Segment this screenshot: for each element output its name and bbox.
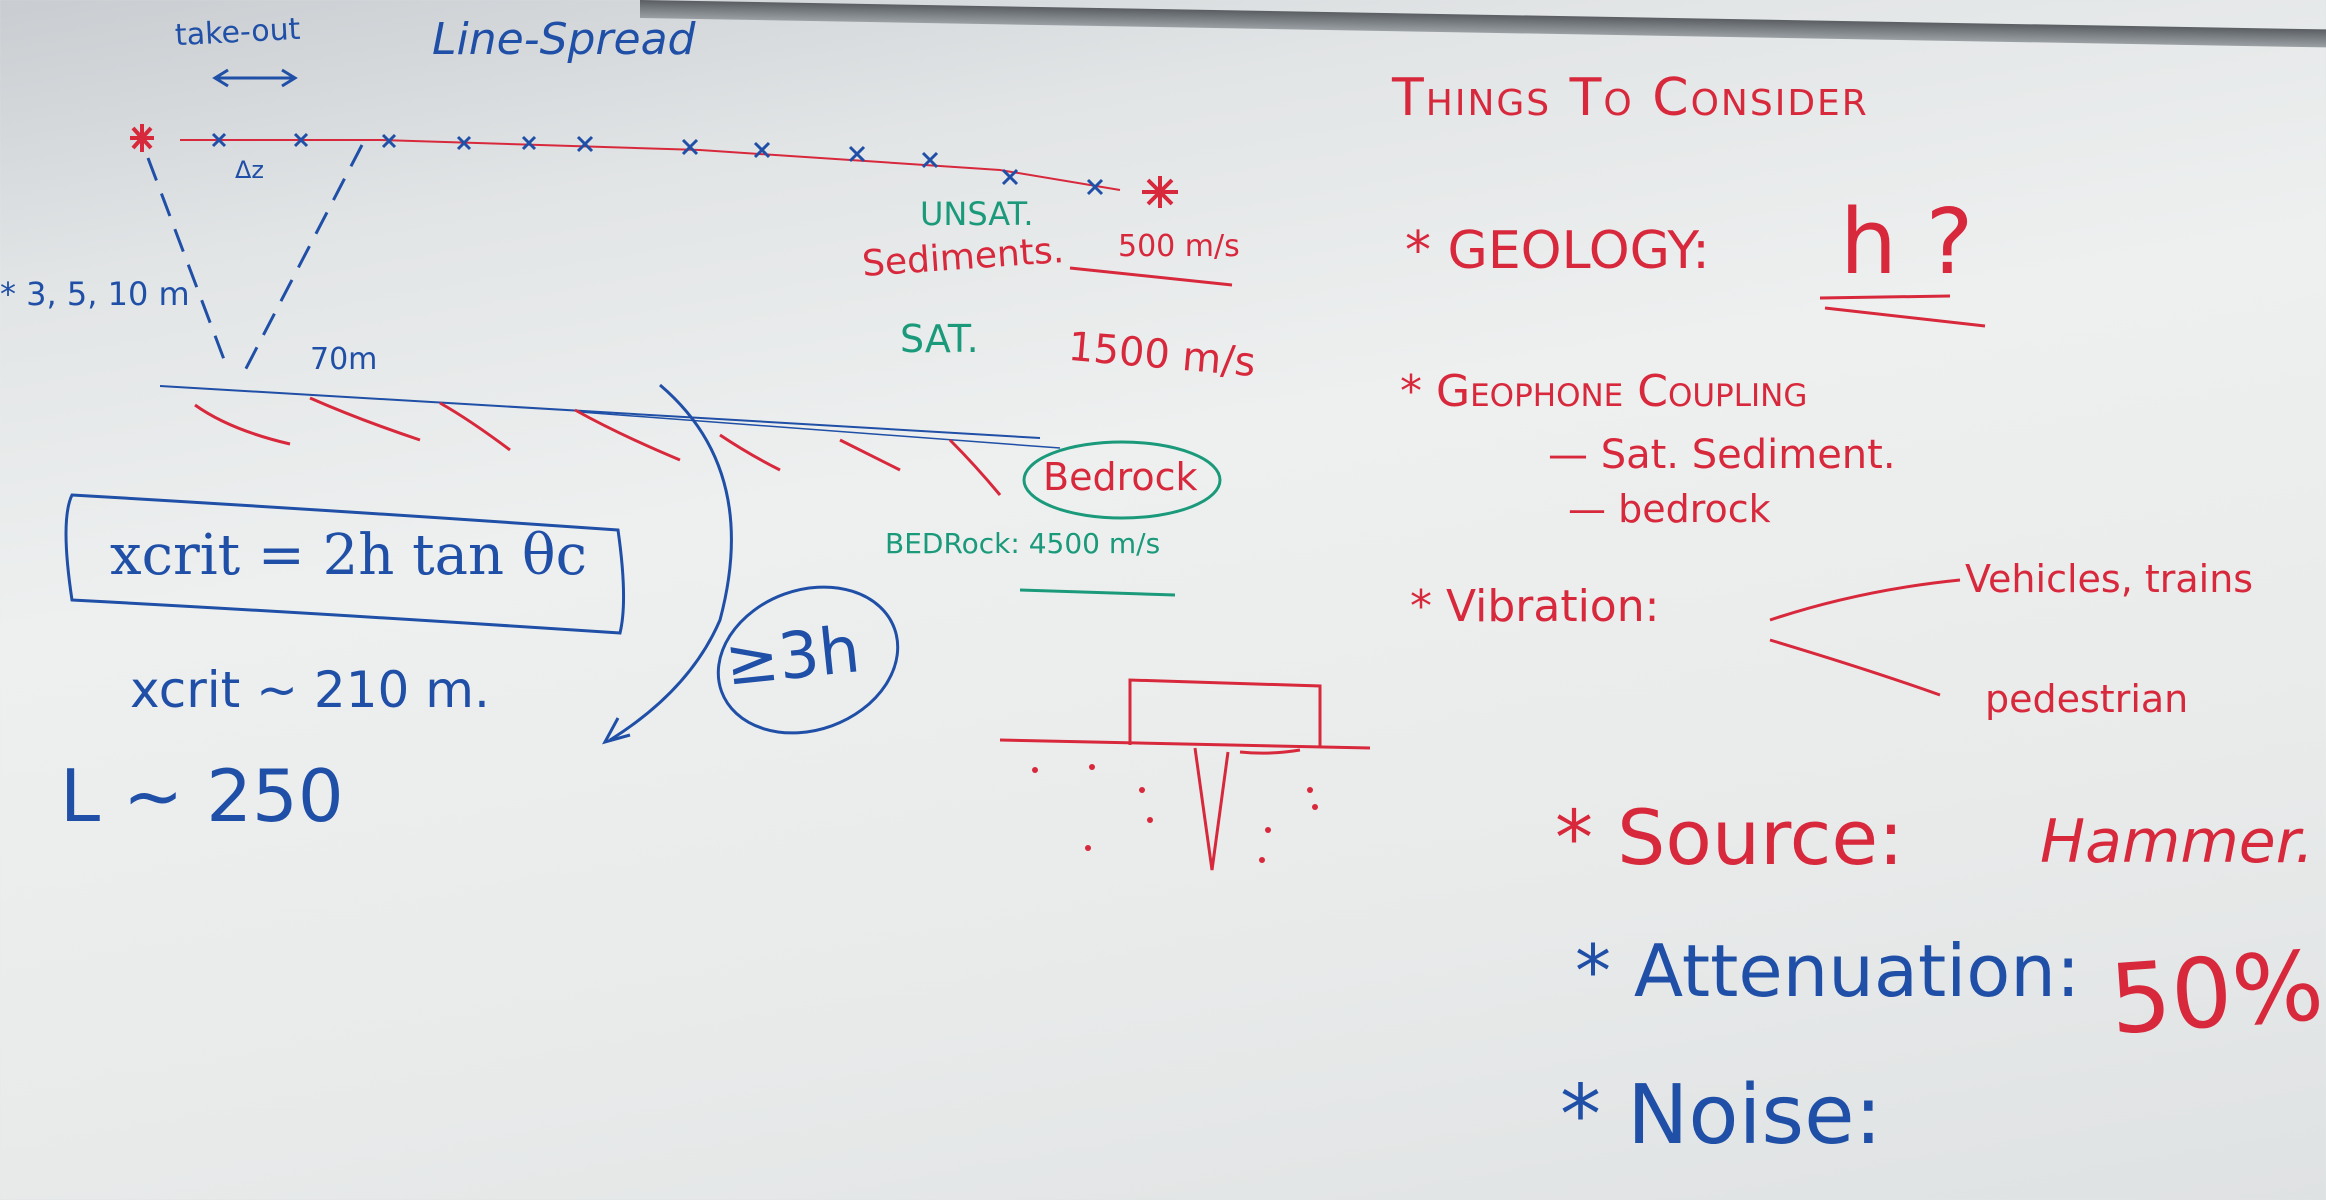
source-label: * Source: [1555, 793, 1904, 882]
sat-label: SAT. [900, 317, 979, 361]
vibration-label: * Vibration: [1410, 581, 1660, 632]
geophone-sub-sediment: — Sat. Sediment. [1548, 432, 1896, 478]
length-value: L ~ 250 [60, 754, 344, 838]
line-spread-label: Line-Spread [432, 14, 696, 65]
unsat-label: UNSAT. [920, 195, 1034, 233]
considerations-title: Things To Consider [1392, 68, 1869, 128]
depth-label: 70m [310, 342, 378, 377]
noise-label: * Noise: [1560, 1068, 1883, 1163]
vibration-pedestrian: pedestrian [1985, 677, 2189, 721]
dx-label: Δz [235, 156, 265, 184]
source-value: Hammer. [2040, 807, 2314, 877]
three-h-label: ≥3h [721, 613, 864, 701]
geology-label: * GEOLOGY: [1405, 221, 1710, 281]
attenuation-value: 50% [2106, 929, 2326, 1057]
bedrock-circled-label: Bedrock [1043, 455, 1198, 499]
xcrit-formula: xcrit = 2h tan θc [110, 523, 587, 588]
unsat-velocity: 500 m/s [1118, 229, 1240, 264]
geophone-coupling-label: * Geophone Coupling [1400, 366, 1808, 417]
take-out-label: take-out [174, 11, 302, 54]
xcrit-value: xcrit ~ 210 m. [130, 661, 490, 719]
geology-value: h ? [1840, 190, 1974, 295]
vibration-vehicles: Vehicles, trains [1965, 557, 2254, 601]
attenuation-label: * Attenuation: [1575, 929, 2081, 1013]
bedrock-velocity: BEDRock: 4500 m/s [885, 527, 1161, 560]
offsets-label: * 3, 5, 10 m [0, 275, 190, 313]
geophone-sub-bedrock: — bedrock [1568, 487, 1771, 531]
